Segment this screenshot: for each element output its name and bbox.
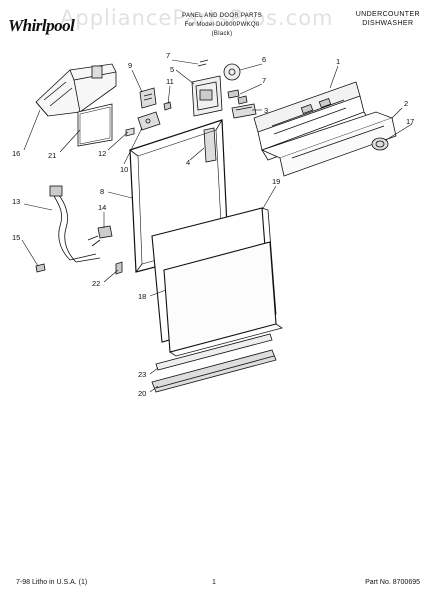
- leader-lines: [21, 59, 413, 393]
- callout-5: 5: [170, 65, 174, 74]
- callout-9: 9: [128, 61, 132, 70]
- callout-10: 10: [120, 165, 128, 174]
- part-12-clip: [125, 127, 135, 137]
- part-4-bracket: [203, 127, 217, 163]
- diagram-subtitle: For Model DU900PWKQ0: [184, 22, 260, 28]
- part-10-strike: [137, 111, 161, 131]
- diagram-title-block: PANEL AND DOOR PARTS For Model DU900PWKQ…: [162, 12, 282, 39]
- callout-13: 13: [12, 197, 20, 206]
- callout-labels: 1 2 3 4 5 6 7 7 8 9 10 11 12 13 14 15 16…: [12, 51, 414, 398]
- watermark: AppliancePartsPros.com: [60, 6, 334, 30]
- part-7-screw: [227, 89, 248, 105]
- diagram-color-note: (Black): [211, 31, 233, 37]
- callout-6: 6: [262, 55, 266, 64]
- callout-22: 22: [92, 279, 100, 288]
- litho-note: 7-98 Litho in U.S.A. (1): [16, 579, 88, 586]
- appliance-type-line2: DISHWASHER: [362, 20, 414, 27]
- part-22-screw: [115, 261, 123, 275]
- callout-1: 1: [336, 57, 340, 66]
- part-1-control-panel: [253, 81, 371, 161]
- part-5-switch-assembly: [191, 75, 223, 117]
- part-15-screw: [35, 263, 46, 273]
- callout-2: 2: [404, 99, 408, 108]
- callout-21: 21: [48, 151, 56, 160]
- callout-19: 19: [272, 177, 280, 186]
- brand-logo: Whirlpool: [8, 16, 75, 35]
- callout-15: 15: [12, 233, 20, 242]
- part-3-switch: [231, 103, 257, 119]
- part-13-wire-harness: [49, 185, 101, 263]
- callout-18: 18: [138, 292, 146, 301]
- part-11-screw: [163, 101, 172, 111]
- appliance-type-block: UNDERCOUNTER DISHWASHER: [356, 10, 420, 28]
- callout-23: 23: [138, 370, 146, 379]
- callout-17: 17: [406, 117, 414, 126]
- part-20-bottom-trim: [151, 349, 277, 393]
- callout-20: 20: [138, 389, 146, 398]
- callout-8: 8: [100, 187, 104, 196]
- part-14-connector: [87, 225, 113, 247]
- callout-4: 4: [186, 158, 190, 167]
- callout-16a: 16: [12, 149, 20, 158]
- diagram-title: PANEL AND DOOR PARTS: [182, 13, 262, 19]
- part-6-bracket: [197, 59, 241, 81]
- page-number: 1: [212, 579, 216, 586]
- part-23-trim-strip: [155, 333, 273, 371]
- part-16-vent-housing: [35, 63, 117, 117]
- callout-7b: 7: [262, 76, 266, 85]
- callout-12: 12: [98, 149, 106, 158]
- callout-14: 14: [98, 203, 106, 212]
- part-number: Part No. 8700695: [365, 579, 420, 586]
- part-18-door-insert: [163, 241, 283, 357]
- part-21-panel-insert: [77, 103, 113, 147]
- callout-11: 11: [166, 77, 174, 86]
- callout-3: 3: [264, 106, 268, 115]
- part-17-knob: [371, 137, 389, 151]
- part-9-latch: [139, 87, 157, 109]
- appliance-type-line1: UNDERCOUNTER: [355, 11, 420, 18]
- callout-7a: 7: [166, 51, 170, 60]
